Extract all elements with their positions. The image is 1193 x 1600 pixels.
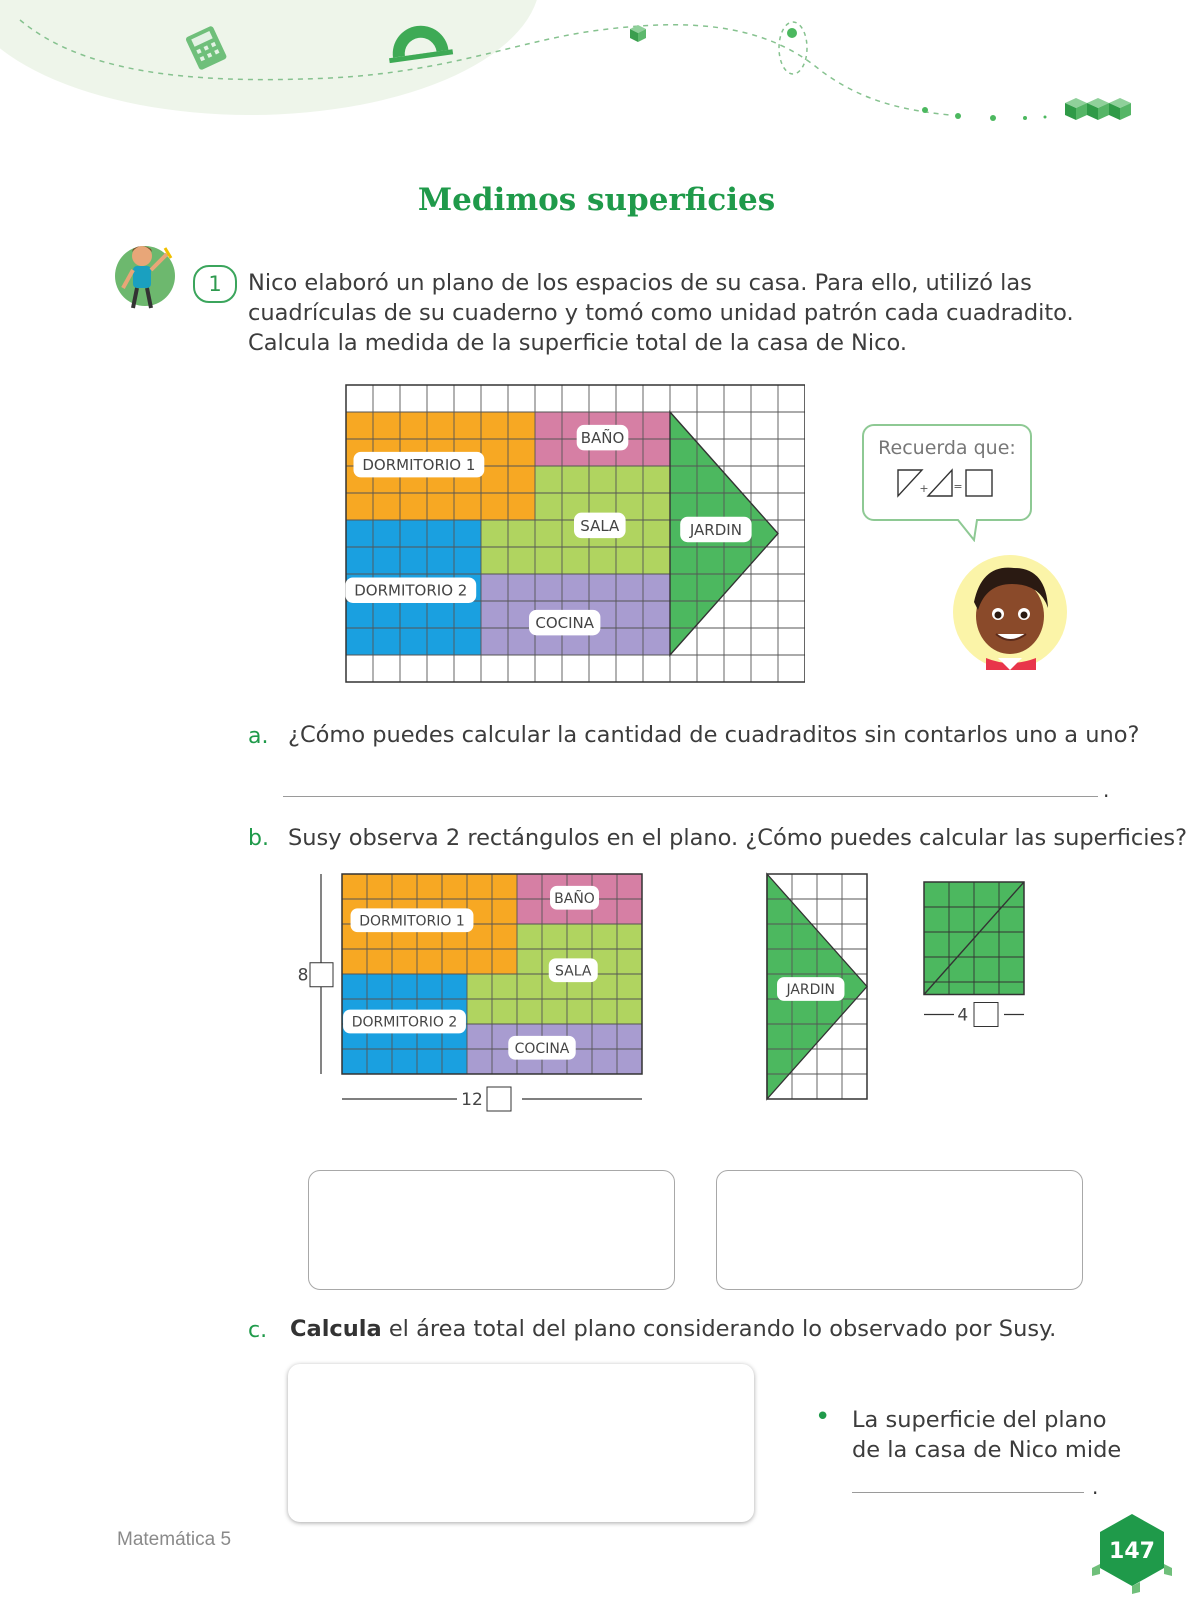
- label-dormitorio-2: DORMITORIO 2: [345, 577, 477, 603]
- question-c-letter: c.: [248, 1318, 268, 1343]
- rect-label-bano-text: BAÑO: [554, 890, 595, 907]
- width-label: 12: [461, 1090, 483, 1110]
- house-plan: DORMITORIO 1 BAÑO SALA DORMITORIO 2 COCINA JA…: [345, 384, 805, 683]
- calculator-icon: [185, 26, 227, 70]
- girl-avatar: [953, 555, 1067, 670]
- jardin-label: JARDIN: [777, 977, 845, 1001]
- rearranged-square: 4: [923, 881, 1025, 1027]
- answer-a-line[interactable]: [283, 796, 1098, 797]
- cubes-icon: [1065, 98, 1131, 120]
- square-diagonal: [923, 881, 1025, 995]
- rect-label-sala: SALA: [548, 958, 598, 983]
- label-sala: SALA: [574, 512, 626, 539]
- rect-label-sala-text: SALA: [555, 963, 592, 979]
- label-jardin: JARDIN: [680, 516, 752, 543]
- rect-label-bano: BAÑO: [550, 885, 599, 910]
- speech-bubble: Recuerda que: + =: [862, 424, 1032, 542]
- rect-label-dormitorio-2-text: DORMITORIO 2: [352, 1015, 458, 1031]
- question-b-text: Susy observa 2 rectángulos en el plano. …: [288, 825, 1188, 851]
- page-number-badge: 147: [1092, 1514, 1172, 1594]
- rect-label-dormitorio-1-text: DORMITORIO 1: [359, 913, 465, 929]
- header-blob: [0, 0, 537, 115]
- rect-label-dormitorio-1: DORMITORIO 1: [350, 908, 474, 933]
- conclusion-dot: .: [1092, 1475, 1099, 1499]
- label-dormitorio-2-text: DORMITORIO 2: [354, 582, 467, 600]
- question-b-letter: b.: [248, 826, 269, 851]
- label-bano-text: BAÑO: [581, 428, 625, 447]
- page-number: 147: [1109, 1539, 1155, 1564]
- jardin-plan: JARDIN: [766, 872, 868, 1101]
- label-jardin-text: JARDIN: [689, 521, 742, 539]
- question-c-text: Calcula el área total del plano consider…: [290, 1316, 1056, 1342]
- dashed-path: [19, 19, 951, 116]
- rect-label-dormitorio-2: DORMITORIO 2: [343, 1009, 466, 1034]
- activity-number: 1: [193, 265, 237, 303]
- eq-equal: =: [953, 480, 962, 493]
- height-label: 8: [298, 966, 309, 986]
- boy-avatar: [115, 246, 175, 309]
- label-cocina-text: COCINA: [535, 614, 594, 632]
- answer-b-right-box[interactable]: [716, 1170, 1083, 1290]
- question-a-letter: a.: [248, 724, 269, 749]
- conclusion-answer-line[interactable]: [852, 1492, 1084, 1493]
- rect-label-cocina: COCINA: [508, 1035, 576, 1060]
- question-c-rest: el área total del plano considerando lo …: [381, 1316, 1057, 1342]
- label-sala-text: SALA: [580, 517, 620, 535]
- triangle-equation-icon: + =: [897, 468, 993, 498]
- page-title: Medimos superficies: [417, 182, 776, 218]
- label-dormitorio-1: DORMITORIO 1: [353, 451, 485, 478]
- answer-a-dot: .: [1103, 778, 1110, 802]
- jardin-label-text: JARDIN: [785, 982, 835, 998]
- bullet-icon: •: [815, 1402, 831, 1432]
- label-dormitorio-1-text: DORMITORIO 1: [362, 456, 475, 474]
- rect-label-cocina-text: COCINA: [515, 1041, 570, 1057]
- intro-text: Nico elaboró un plano de los espacios de…: [248, 270, 1074, 356]
- question-c-bold: Calcula: [290, 1316, 382, 1342]
- conclusion-text: La superficie del plano de la casa de Ni…: [852, 1407, 1122, 1463]
- square-width-label: 4: [957, 1006, 968, 1026]
- label-bano: BAÑO: [576, 424, 629, 451]
- eq-plus: +: [919, 482, 928, 495]
- rectangle-plan-left: DORMITORIO 1 BAÑO SALA DORMITORIO 2 COCINA 8 1…: [298, 873, 643, 1112]
- answer-b-left-box[interactable]: [308, 1170, 675, 1290]
- cube-icon: [630, 25, 646, 42]
- answer-c-box[interactable]: [288, 1364, 754, 1522]
- label-cocina: COCINA: [529, 609, 601, 636]
- footer-book-title: Matemática 5: [117, 1529, 232, 1550]
- speech-text: Recuerda que:: [878, 437, 1016, 459]
- protractor-icon: [389, 25, 454, 64]
- header-decoration: [0, 0, 1131, 121]
- question-a-text: ¿Cómo puedes calcular la cantidad de cua…: [288, 722, 1140, 748]
